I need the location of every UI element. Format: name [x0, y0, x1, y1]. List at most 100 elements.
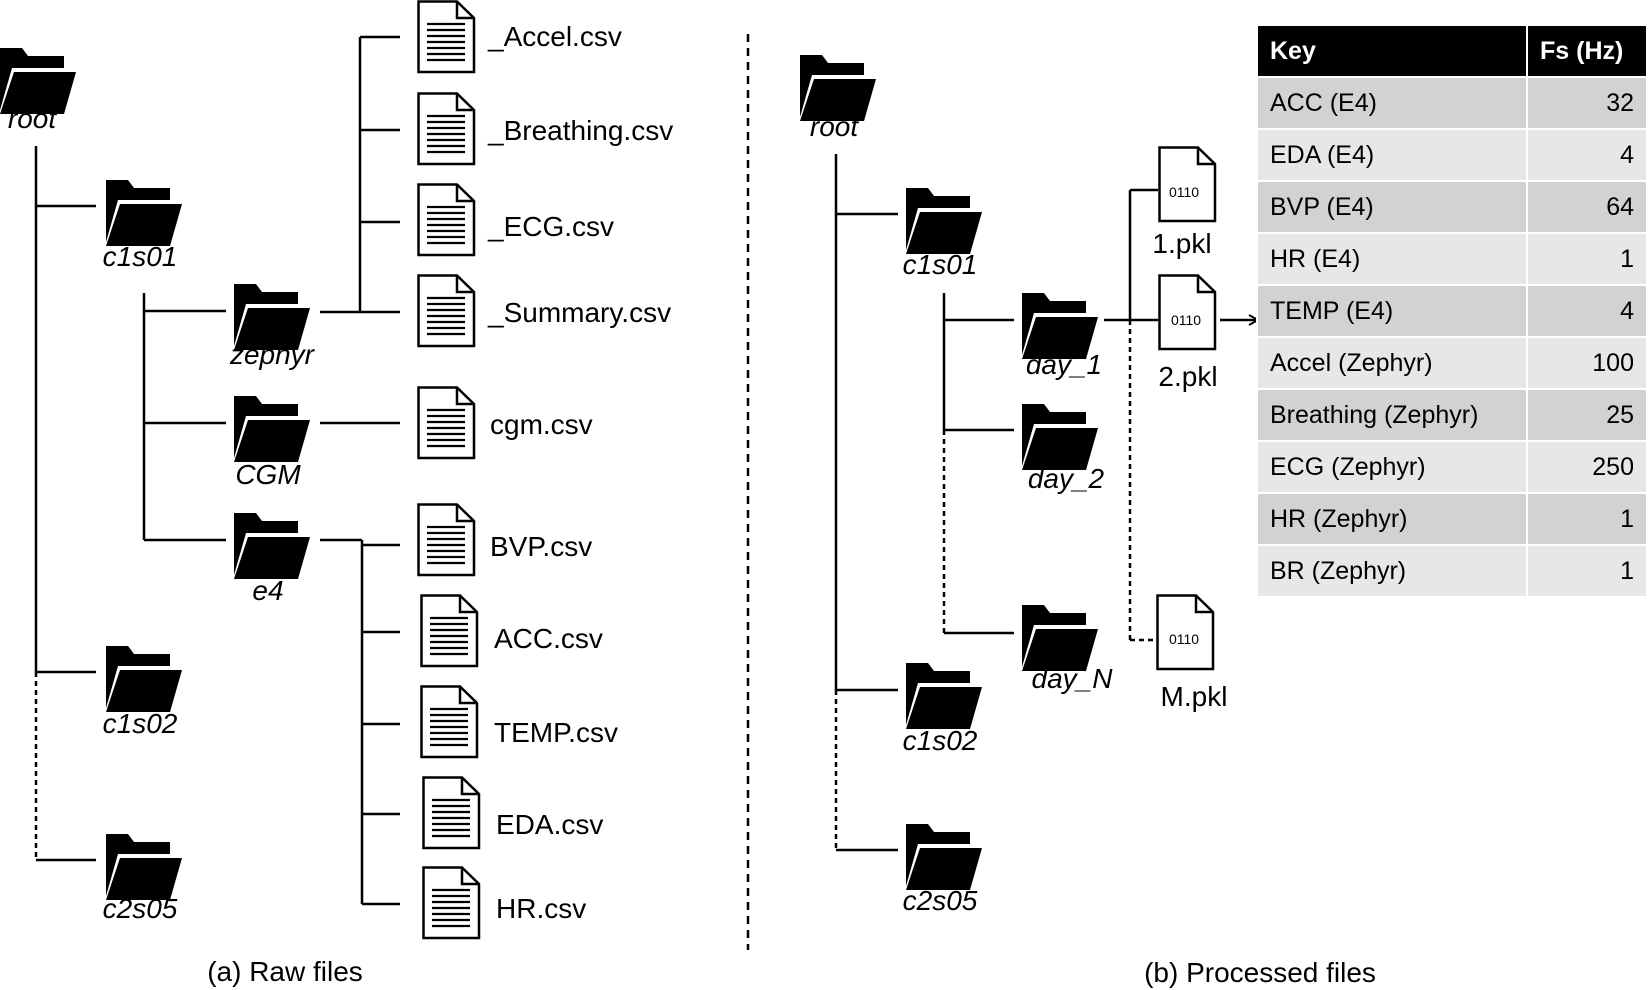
raw-root-label: root — [8, 103, 57, 134]
folder-icon — [106, 180, 182, 246]
subject-label: c1s02 — [103, 708, 178, 739]
row-key: HR (E4) — [1256, 232, 1528, 286]
processed-root-folder: root — [800, 55, 876, 142]
subject-label: c1s01 — [903, 249, 978, 280]
row-key: HR (Zephyr) — [1256, 492, 1528, 546]
file-ecg: _ECG.csv — [417, 183, 614, 257]
document-icon — [417, 0, 476, 74]
processed-subject-c1s02: c1s02 — [903, 663, 982, 756]
row-fs: 250 — [1526, 440, 1648, 494]
processed-day-1: day_1 — [1022, 293, 1102, 380]
file-acc: ACC.csv — [420, 594, 603, 668]
file-name: _Breathing.csv — [487, 115, 673, 146]
folder-icon — [906, 663, 982, 729]
raw-subject-c2s05: c2s05 — [103, 834, 182, 924]
row-fs: 25 — [1526, 388, 1648, 442]
row-fs: 100 — [1526, 336, 1648, 390]
binary-text: 0110 — [1169, 631, 1199, 647]
row-fs: 32 — [1526, 76, 1648, 130]
document-icon — [422, 776, 481, 850]
folder-icon — [1022, 404, 1098, 470]
subject-label: c1s01 — [103, 241, 178, 272]
day-label: day_1 — [1026, 349, 1102, 380]
table-row: Accel (Zephyr)100 — [1256, 336, 1648, 390]
raw-root-folder: root — [0, 48, 76, 134]
document-icon — [420, 594, 479, 668]
file-bvp: BVP.csv — [417, 503, 592, 577]
day-label: day_2 — [1028, 463, 1105, 494]
file-name: BVP.csv — [490, 531, 592, 562]
day-label: day_N — [1032, 663, 1114, 694]
subject-label: c1s02 — [903, 725, 978, 756]
device-label: e4 — [252, 575, 283, 606]
row-key: Accel (Zephyr) — [1256, 336, 1528, 390]
document-icon — [417, 386, 476, 460]
device-label: zephyr — [229, 339, 316, 370]
processed-day-n: day_N — [1022, 605, 1113, 694]
file-name: 1.pkl — [1152, 228, 1211, 259]
folder-icon — [234, 513, 310, 579]
row-fs: 1 — [1526, 544, 1648, 598]
pkl-file-2: 0110 2.pkl — [1158, 274, 1218, 392]
table-row: HR (Zephyr)1 — [1256, 492, 1648, 546]
subject-label: c2s05 — [103, 893, 178, 924]
file-breathing: _Breathing.csv — [417, 92, 673, 166]
file-name: TEMP.csv — [494, 717, 618, 748]
binary-text: 0110 — [1169, 184, 1199, 200]
raw-caption: (a) Raw files — [207, 956, 363, 987]
subject-label: c2s05 — [903, 885, 978, 916]
raw-device-cgm: CGM — [234, 396, 310, 490]
file-name: _Accel.csv — [487, 21, 622, 52]
table-row: BVP (E4)64 — [1256, 180, 1648, 234]
file-summary: _Summary.csv — [417, 274, 671, 348]
file-accel: _Accel.csv — [417, 0, 622, 74]
document-icon — [417, 183, 476, 257]
row-key: Breathing (Zephyr) — [1256, 388, 1528, 442]
row-key: ECG (Zephyr) — [1256, 440, 1528, 494]
document-icon — [417, 274, 476, 348]
folder-icon — [906, 188, 982, 254]
table-row: EDA (E4)4 — [1256, 128, 1648, 182]
file-hr: HR.csv — [422, 866, 586, 940]
document-icon — [417, 503, 476, 577]
file-temp: TEMP.csv — [420, 685, 618, 759]
processed-day-2: day_2 — [1022, 404, 1105, 494]
raw-device-e4: e4 — [234, 513, 310, 606]
file-name: M.pkl — [1161, 681, 1228, 712]
folder-icon — [234, 396, 310, 462]
row-key: TEMP (E4) — [1256, 284, 1528, 338]
raw-tree-lines — [34, 35, 400, 906]
file-name: ACC.csv — [494, 623, 603, 654]
row-fs: 1 — [1526, 232, 1648, 286]
raw-device-zephyr: zephyr — [229, 284, 316, 370]
table-header-row: Key Fs (Hz) — [1256, 24, 1648, 78]
document-icon — [417, 92, 476, 166]
processed-tree-lines — [834, 154, 1258, 852]
pkl-file-1: 0110 1.pkl — [1152, 146, 1217, 259]
row-fs: 64 — [1526, 180, 1648, 234]
row-fs: 4 — [1526, 284, 1648, 338]
file-cgm: cgm.csv — [417, 386, 593, 460]
device-label: CGM — [235, 459, 301, 490]
row-key: BR (Zephyr) — [1256, 544, 1528, 598]
header-fs: Fs (Hz) — [1526, 24, 1648, 78]
folder-icon — [106, 646, 182, 712]
file-eda: EDA.csv — [422, 776, 603, 850]
file-name: HR.csv — [496, 893, 586, 924]
raw-subject-c1s01: c1s01 — [103, 180, 182, 272]
table-row: TEMP (E4)4 — [1256, 284, 1648, 338]
table-row: Breathing (Zephyr)25 — [1256, 388, 1648, 442]
processed-subject-c2s05: c2s05 — [903, 824, 982, 916]
folder-icon — [1022, 605, 1098, 671]
file-name: _Summary.csv — [487, 297, 671, 328]
folder-icon — [906, 824, 982, 890]
file-name: cgm.csv — [490, 409, 593, 440]
processed-subject-c1s01: c1s01 — [903, 188, 982, 280]
table-row: HR (E4)1 — [1256, 232, 1648, 286]
row-fs: 4 — [1526, 128, 1648, 182]
sampling-rate-table: Key Fs (Hz) ACC (E4)32 EDA (E4)4 BVP (E4… — [1256, 24, 1648, 598]
binary-text: 0110 — [1171, 312, 1201, 328]
header-key: Key — [1256, 24, 1528, 78]
raw-subject-c1s02: c1s02 — [103, 646, 182, 739]
